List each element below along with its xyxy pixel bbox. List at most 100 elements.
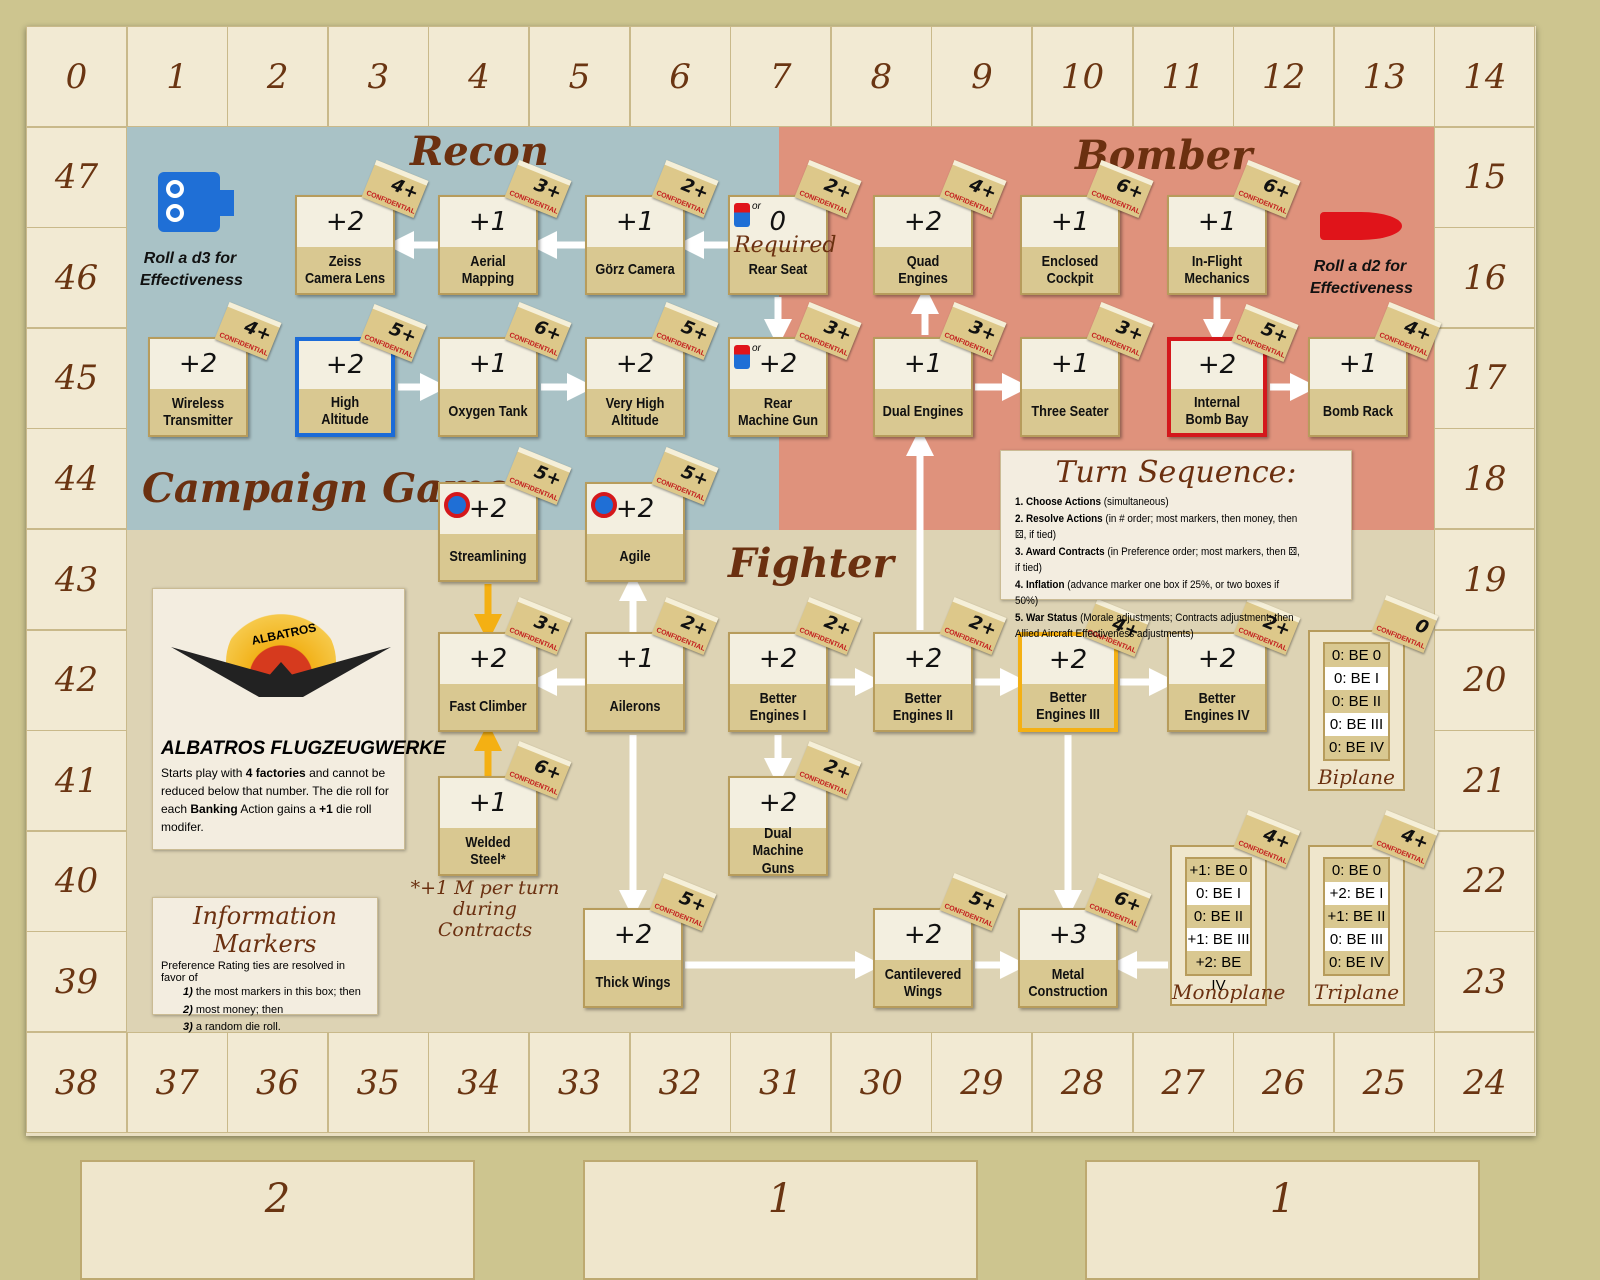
track-space: 45 (26, 327, 127, 429)
tech-value: +2 (150, 339, 246, 389)
tech-value: +2 (1022, 636, 1114, 684)
tech-name: Quad Engines (898, 252, 948, 287)
info-item-text: a random die roll. (192, 1021, 281, 1034)
info-title: Information Markers (192, 902, 338, 958)
track-space: 31 (730, 1032, 832, 1133)
turn-step: 1. Choose Actions (simultaneous) (1015, 494, 1305, 511)
player-box[interactable]: 1 (1085, 1160, 1480, 1280)
tech-value: +1 (440, 339, 536, 389)
track-space: 30 (830, 1032, 932, 1133)
turn-step-head: 1. Choose Actions (1015, 496, 1102, 508)
turn-step-text: (in Preference order; most markers, then… (1015, 545, 1300, 575)
track-space: 21 (1434, 730, 1536, 832)
tech-name: Zeiss Camera Lens (304, 252, 386, 287)
variant-row: 0: BE I (1187, 882, 1250, 905)
tech-value: +2 (730, 634, 826, 684)
track-space: 27 (1132, 1032, 1234, 1133)
tech-value: +2 (875, 634, 971, 684)
tech-value: +2 (299, 341, 391, 389)
info-item-text: most money; then (192, 1003, 284, 1016)
track-space: 41 (26, 730, 127, 832)
track-space: 34 (428, 1032, 530, 1133)
track-space: 47 (26, 126, 127, 228)
track-space: 33 (529, 1032, 630, 1133)
info-item: 1) the most markers in this box; then (183, 984, 369, 1002)
tech-name: Oxygen Tank (448, 403, 528, 421)
variant-row: +2: BE IV (1187, 951, 1250, 994)
track-space: 24 (1434, 1032, 1536, 1133)
track-space: 43 (26, 529, 127, 630)
tech-name: Rear Seat (748, 261, 808, 279)
welded-steel-note: *+1 M per turn during Contracts (410, 877, 560, 941)
tech-value: +2 (875, 910, 971, 960)
tech-name: High Altitude (321, 393, 369, 428)
track-space: 16 (1434, 227, 1536, 329)
tech-value: +2 (1169, 634, 1265, 684)
player-box[interactable]: 1 (583, 1160, 978, 1280)
player-box[interactable]: 2 (80, 1160, 475, 1280)
variant-name: Monoplane (1172, 980, 1286, 1004)
track-space: 38 (26, 1032, 127, 1133)
turn-sequence-box: Turn Sequence: 1. Choose Actions (simult… (1000, 450, 1352, 640)
tech-name: Ailerons (609, 698, 661, 716)
track-space: 20 (1434, 629, 1536, 731)
track-space: 4 (428, 26, 530, 127)
track-space: 3 (327, 26, 429, 127)
info-item: 2) most money; then (183, 1002, 369, 1020)
tech-value: +2 (587, 339, 683, 389)
tech-name: Görz Camera (595, 261, 675, 279)
turn-step-head: 2. Resolve Actions (1015, 512, 1103, 525)
turn-sequence-title: Turn Sequence: (1055, 455, 1297, 490)
turn-step-text: (in # order; most markers, then money, t… (1015, 512, 1298, 542)
track-space: 42 (26, 629, 127, 731)
track-space: 10 (1032, 26, 1133, 127)
required-label: Required (734, 233, 837, 258)
tech-name: Better Engines I (749, 689, 807, 724)
track-space: 17 (1434, 327, 1536, 429)
tech-value: +2 (730, 778, 826, 828)
track-space: 1 (126, 26, 228, 127)
tech-value: +1 (440, 778, 536, 828)
track-space: 18 (1434, 428, 1536, 530)
bomb-icon (1320, 212, 1402, 240)
tech-name: Internal Bomb Bay (1185, 393, 1249, 428)
track-space: 11 (1132, 26, 1234, 127)
tech-name: Dual Engines (882, 403, 964, 421)
variant-row: 0: BE IV (1325, 951, 1388, 974)
